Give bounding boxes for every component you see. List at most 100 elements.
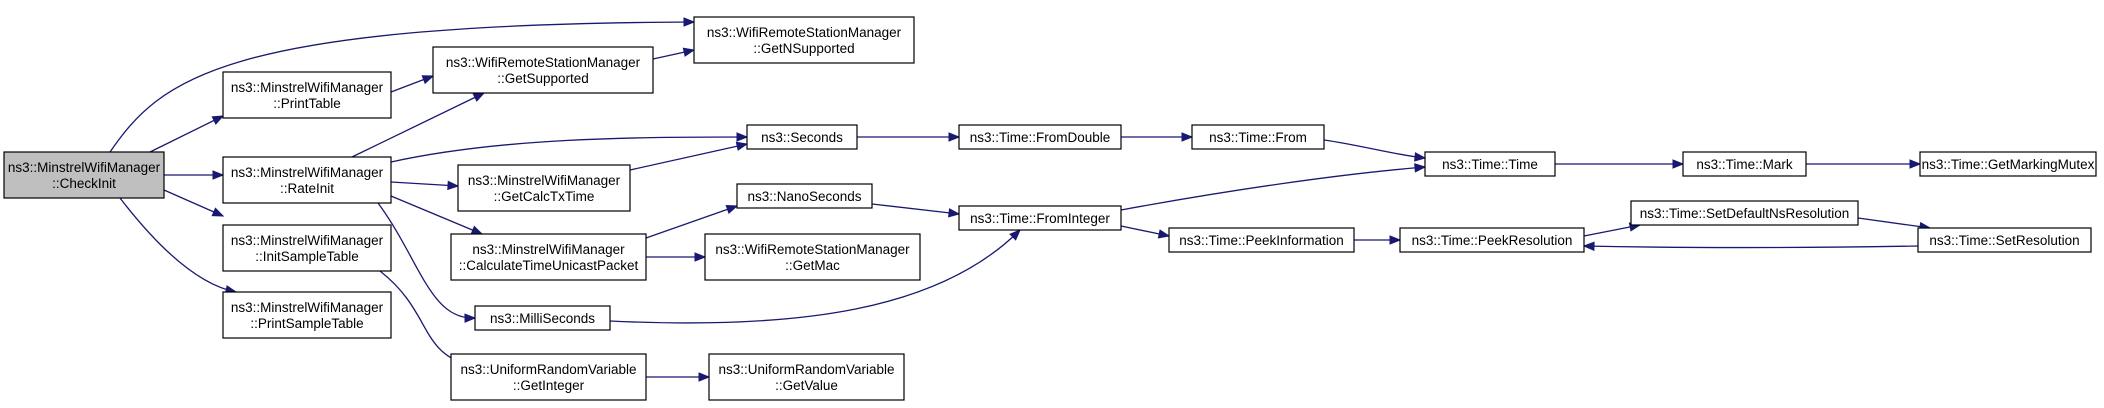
- node-label-line: ::RateInit: [280, 181, 334, 196]
- node-label-line: ns3::Time::SetDefaultNsResolution: [1640, 206, 1850, 221]
- node-label-line: ns3::MinstrelWifiManager: [231, 233, 384, 248]
- node-milliseconds[interactable]: ns3::MilliSeconds: [474, 305, 611, 331]
- arrowhead: [1389, 235, 1402, 245]
- node-label-line: ns3::Time::PeekResolution: [1412, 233, 1573, 248]
- arrowhead: [694, 252, 707, 262]
- node-label-line: ns3::NanoSeconds: [747, 189, 861, 204]
- node-label-line: ns3::WifiRemoteStationManager: [707, 25, 902, 40]
- node-box: [1630, 200, 1859, 226]
- node-box: [1168, 227, 1355, 253]
- edge-line: [119, 197, 237, 293]
- arrowhead: [470, 225, 484, 235]
- edge-frominteger-to-peekinformation: [1120, 225, 1171, 239]
- node-box: [958, 205, 1122, 231]
- node-setdefaultnsresolution[interactable]: ns3::Time::SetDefaultNsResolution: [1630, 200, 1859, 226]
- node-label-line: ::CheckInit: [52, 176, 116, 191]
- node-label-line: ::PrintSampleTable: [250, 316, 363, 331]
- arrowhead: [211, 115, 225, 125]
- node-mark[interactable]: ns3::Time::Mark: [1682, 151, 1807, 177]
- node-time[interactable]: ns3::Time::Time: [1424, 151, 1556, 177]
- arrowhead: [211, 207, 225, 217]
- arrowhead: [447, 180, 460, 191]
- node-label-line: ::GetValue: [775, 378, 838, 393]
- edge-mark-to-getmarkingmutex: [1806, 159, 1922, 169]
- node-from[interactable]: ns3::Time::From: [1191, 124, 1325, 150]
- edge-getsupported-to-getnsupported: [652, 47, 696, 60]
- edge-line: [379, 270, 466, 365]
- edge-frominteger-to-time: [1120, 163, 1427, 211]
- node-label-line: ns3::MinstrelWifiManager: [231, 165, 384, 180]
- arrowhead: [421, 75, 435, 85]
- edge-line: [390, 136, 748, 163]
- edge-milliseconds-to-frominteger: [609, 229, 1021, 324]
- node-label-line: ns3::Time::FromDouble: [970, 130, 1111, 145]
- arrowhead: [1414, 152, 1427, 162]
- edge-seconds-to-fromdouble: [857, 132, 961, 142]
- node-getvalue[interactable]: ns3::UniformRandomVariable::GetValue: [708, 353, 905, 401]
- arrowhead: [725, 205, 739, 214]
- edge-printtable-to-getsupported: [390, 75, 435, 93]
- node-box: [3, 151, 165, 199]
- node-nanoseconds[interactable]: ns3::NanoSeconds: [736, 183, 873, 209]
- node-getinteger[interactable]: ns3::UniformRandomVariable::GetInteger: [450, 353, 647, 401]
- node-setresolution[interactable]: ns3::Time::SetResolution: [1917, 227, 2092, 253]
- node-box: [222, 71, 392, 119]
- node-seconds[interactable]: ns3::Seconds: [746, 124, 858, 150]
- node-label-line: ns3::Time::PeekInformation: [1179, 233, 1344, 248]
- arrowhead: [735, 141, 749, 151]
- edge-line: [1323, 139, 1426, 159]
- node-label-line: ns3::WifiRemoteStationManager: [446, 55, 641, 70]
- node-box: [1682, 151, 1807, 177]
- node-box: [736, 183, 873, 209]
- node-box: [693, 16, 915, 64]
- edge-line: [1583, 245, 1919, 249]
- node-box: [474, 305, 611, 331]
- edges-layer: [109, 17, 1932, 382]
- node-label-line: ::GetSupported: [497, 71, 589, 86]
- arrowhead: [698, 372, 711, 382]
- node-getmarkingmutex[interactable]: ns3::Time::GetMarkingMutex: [1919, 151, 2097, 177]
- edge-checkinit-to-getnsupported: [109, 17, 696, 153]
- edge-rateinit-to-getsupported: [351, 92, 486, 158]
- node-box: [450, 233, 647, 281]
- node-box: [1919, 151, 2097, 177]
- node-box: [432, 46, 654, 94]
- node-getsupported[interactable]: ns3::WifiRemoteStationManager::GetSuppor…: [432, 46, 654, 94]
- node-calctimeunicast[interactable]: ns3::MinstrelWifiManager::CalculateTimeU…: [450, 233, 647, 281]
- edge-rateinit-to-seconds: [390, 132, 749, 163]
- node-frominteger[interactable]: ns3::Time::FromInteger: [958, 205, 1122, 231]
- node-printsampletable[interactable]: ns3::MinstrelWifiManager::PrintSampleTab…: [222, 291, 392, 339]
- node-label-line: ns3::MinstrelWifiManager: [231, 80, 384, 95]
- node-printtable[interactable]: ns3::MinstrelWifiManager::PrintTable: [222, 71, 392, 119]
- node-fromdouble[interactable]: ns3::Time::FromDouble: [958, 124, 1122, 150]
- arrowhead: [1181, 132, 1194, 142]
- edge-rateinit-to-getcalctxtime: [390, 180, 460, 191]
- node-box: [222, 156, 392, 204]
- node-label-line: ns3::MinstrelWifiManager: [8, 160, 161, 175]
- arrowhead: [212, 170, 225, 180]
- edge-line: [390, 181, 459, 187]
- arrowhead: [1909, 159, 1922, 169]
- node-label-line: ns3::Time::Time: [1442, 157, 1538, 172]
- node-box: [457, 164, 631, 212]
- node-label-line: ns3::MilliSeconds: [490, 311, 595, 326]
- node-label-line: ns3::MinstrelWifiManager: [468, 173, 621, 188]
- node-label-line: ::GetInteger: [513, 378, 585, 393]
- node-rateinit[interactable]: ns3::MinstrelWifiManager::RateInit: [222, 156, 392, 204]
- node-box: [1917, 227, 2092, 253]
- node-getmac[interactable]: ns3::WifiRemoteStationManager::GetMac: [704, 233, 921, 281]
- arrowhead: [948, 208, 961, 218]
- edge-initsampletable-to-getinteger: [379, 270, 467, 366]
- arrowhead: [1157, 229, 1171, 239]
- node-getcalctxtime[interactable]: ns3::MinstrelWifiManager::GetCalcTxTime: [457, 164, 631, 212]
- nodes-layer: ns3::MinstrelWifiManager::CheckInitns3::…: [3, 16, 2097, 401]
- node-peekresolution[interactable]: ns3::Time::PeekResolution: [1399, 227, 1585, 253]
- edge-line: [390, 195, 483, 235]
- edge-line: [351, 92, 485, 158]
- node-checkinit[interactable]: ns3::MinstrelWifiManager::CheckInit: [3, 151, 165, 199]
- node-getnsupported[interactable]: ns3::WifiRemoteStationManager::GetNSuppo…: [693, 16, 915, 64]
- edge-line: [645, 205, 738, 239]
- node-peekinformation[interactable]: ns3::Time::PeekInformation: [1168, 227, 1355, 253]
- edge-line: [163, 189, 224, 217]
- node-initsampletable[interactable]: ns3::MinstrelWifiManager::InitSampleTabl…: [222, 224, 392, 272]
